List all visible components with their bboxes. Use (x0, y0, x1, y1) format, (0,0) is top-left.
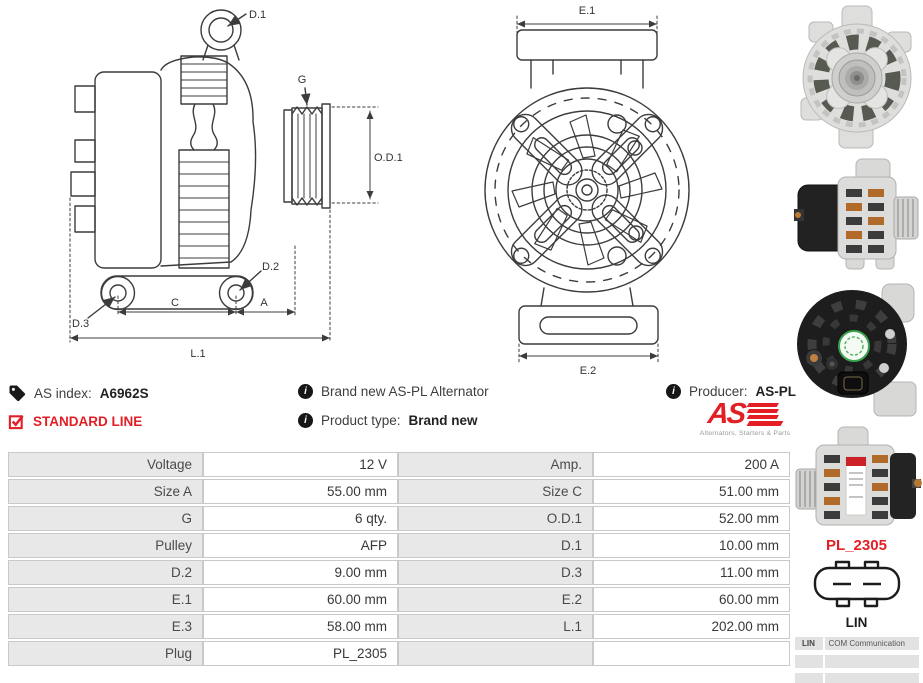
spec-value: 6 qty. (203, 506, 398, 531)
product-type-row: i Product type: Brand new (298, 413, 478, 428)
aspl-brand-logo: AS Alternators, Starters & Parts (690, 398, 800, 437)
spec-value: 60.00 mm (593, 587, 790, 612)
technical-drawing-front-view: E.1 E.2 (484, 5, 690, 377)
as-index-value: A6962S (99, 385, 149, 401)
spec-label: D.1 (398, 533, 593, 558)
dim-label-od1: O.D.1 (374, 152, 403, 164)
producer-label: Producer: (689, 384, 748, 399)
front-view-linework (484, 15, 690, 363)
dim-label-d1: D.1 (249, 9, 266, 21)
dim-label-g: G (298, 74, 307, 86)
table-row: Pulley AFP D.1 10.00 mm (8, 533, 790, 558)
plug-table-key (794, 655, 823, 668)
spec-value: 12 V (203, 452, 398, 477)
dim-label-d3: D.3 (72, 318, 89, 330)
product-photo-side-pulley-right[interactable] (793, 157, 922, 273)
spec-value: 200 A (593, 452, 790, 477)
table-row: G 6 qty. O.D.1 52.00 mm (8, 506, 790, 531)
plug-table-key (794, 673, 823, 683)
table-row: E.3 58.00 mm L.1 202.00 mm (8, 614, 790, 639)
info-icon: i (298, 413, 313, 428)
table-row: D.2 9.00 mm D.3 11.00 mm (8, 560, 790, 585)
spec-value: 11.00 mm (593, 560, 790, 585)
spec-label (398, 641, 593, 666)
product-photo-rear[interactable] (794, 278, 922, 420)
spec-label: G (8, 506, 203, 531)
product-photo-front[interactable] (795, 2, 921, 152)
product-type-value: Brand new (408, 413, 478, 428)
dim-label-l1: L.1 (190, 348, 205, 360)
spec-label: Voltage (8, 452, 203, 477)
product-type-label: Product type: (321, 413, 401, 428)
logo-stripes (746, 403, 784, 426)
table-row: E.1 60.00 mm E.2 60.00 mm (8, 587, 790, 612)
logo-as-text: AS (706, 398, 747, 430)
info-icon: i (298, 384, 313, 399)
table-row: Voltage 12 V Amp. 200 A (8, 452, 790, 477)
spec-label: D.3 (398, 560, 593, 585)
spec-value: 51.00 mm (593, 479, 790, 504)
product-photo-sidebar (792, 2, 923, 527)
spec-label: Pulley (8, 533, 203, 558)
spec-label: Size A (8, 479, 203, 504)
standard-line-label: STANDARD LINE (33, 414, 143, 429)
brand-new-text: Brand new AS-PL Alternator (321, 384, 489, 399)
plug-panel: PL_2305 LIN LIN COM Communication (790, 537, 923, 683)
dim-label-a: A (260, 297, 268, 309)
table-row (794, 673, 919, 683)
spec-value: 52.00 mm (593, 506, 790, 531)
dim-label-e2: E.2 (580, 365, 597, 377)
plug-table-value (824, 655, 919, 668)
side-view-linework (69, 9, 379, 343)
spec-label: E.2 (398, 587, 593, 612)
spec-value: 55.00 mm (203, 479, 398, 504)
spec-value: 202.00 mm (593, 614, 790, 639)
tag-icon (9, 385, 26, 402)
spec-label: L.1 (398, 614, 593, 639)
producer-value: AS-PL (755, 384, 797, 399)
spec-table: Voltage 12 V Amp. 200 A Size A 55.00 mm … (8, 450, 790, 668)
spec-value: 9.00 mm (203, 560, 398, 585)
technical-drawing-side-view: D.1 G O.D.1 D.2 D.3 C A L.1 (69, 9, 403, 360)
dim-label-c: C (171, 297, 179, 309)
dim-label-d2: D.2 (262, 261, 279, 273)
as-index-label: AS index: (34, 385, 92, 401)
table-row: Plug PL_2305 (8, 641, 790, 666)
plug-table-key: LIN (794, 637, 823, 650)
spec-value (593, 641, 790, 666)
spec-label: D.2 (8, 560, 203, 585)
product-photo-side-pulley-left[interactable] (794, 425, 922, 527)
table-row (794, 655, 919, 668)
as-index-row: AS index: A6962S (8, 384, 149, 402)
brand-new-row: i Brand new AS-PL Alternator (298, 384, 489, 399)
dim-label-e1: E.1 (579, 5, 596, 17)
spec-label: Plug (8, 641, 203, 666)
spec-value: PL_2305 (203, 641, 398, 666)
spec-value: 10.00 mm (593, 533, 790, 558)
info-icon: i (666, 384, 681, 399)
plug-connector-label: LIN (845, 615, 868, 630)
producer-row: i Producer: AS-PL (666, 384, 796, 399)
plug-table-value (824, 673, 919, 683)
spec-value: 60.00 mm (203, 587, 398, 612)
table-row: LIN COM Communication (794, 637, 919, 650)
table-row: Size A 55.00 mm Size C 51.00 mm (8, 479, 790, 504)
spec-value: AFP (203, 533, 398, 558)
spec-label: E.3 (8, 614, 203, 639)
spec-label: Amp. (398, 452, 593, 477)
spec-value: 58.00 mm (203, 614, 398, 639)
plug-table-value: COM Communication (824, 637, 919, 650)
spec-label: Size C (398, 479, 593, 504)
spec-label: O.D.1 (398, 506, 593, 531)
spec-label: E.1 (8, 587, 203, 612)
plug-communication-table: LIN COM Communication (794, 637, 919, 683)
standard-line-row: STANDARD LINE (8, 413, 142, 430)
plug-code: PL_2305 (826, 537, 887, 554)
checked-checkbox-icon (8, 415, 24, 430)
plug-connector-drawing (813, 560, 900, 608)
logo-caption: Alternators, Starters & Parts (699, 430, 791, 437)
